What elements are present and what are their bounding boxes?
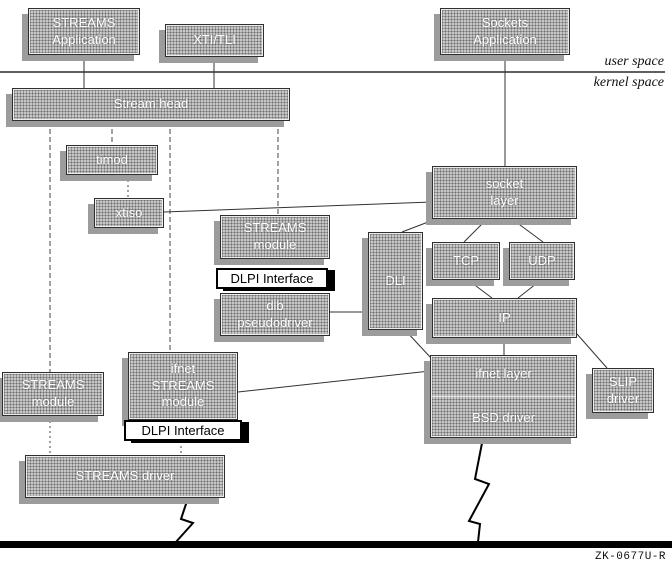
edge-tcp-ip [467, 279, 493, 299]
node-slip-driver: SLIP driver [592, 368, 654, 413]
edge-ifnetmodule-ifnetlayer [237, 370, 431, 393]
ifnet-bsd-separator [431, 395, 576, 397]
kernel-space-label: kernel space [593, 75, 664, 90]
node-label: XTI/TLI [193, 32, 236, 48]
node-ifnet-bsd: ifnet layer BSD driver [430, 355, 577, 438]
node-label: timod [96, 151, 128, 167]
node-streams-application: STREAMS Application [28, 8, 140, 55]
edge-ip-slip [576, 333, 608, 369]
node-label: STREAMS Application [52, 14, 116, 47]
dashed-edges [49, 121, 279, 372]
network-bar [0, 541, 672, 548]
edge-socketlayer-dli [401, 218, 437, 233]
node-ifnet-streams-module: ifnet STREAMS module [128, 352, 238, 420]
node-label: STREAMS module [21, 377, 85, 409]
node-tcp: TCP [432, 242, 500, 280]
node-socket-layer: socket layer [432, 166, 577, 219]
node-label: STREAMS module [243, 220, 307, 252]
lightning-bolt-icon-right [467, 437, 491, 543]
node-label: DLPI Interface [141, 423, 225, 438]
node-label: DLPI Interface [230, 271, 314, 286]
node-label: IP [498, 309, 511, 325]
node-timod: timod [66, 145, 158, 175]
node-dlpi-interface-top: DLPI Interface [216, 268, 328, 289]
user-space-label: user space [604, 54, 665, 69]
node-label: ifnet STREAMS module [151, 360, 215, 410]
node-label: TCP [453, 252, 479, 268]
node-dlpi-interface-bottom: DLPI Interface [124, 420, 242, 441]
node-dlb-pseudodriver: dlb pseudodriver [220, 293, 330, 336]
node-sockets-application: Sockets Application [440, 8, 570, 55]
edge-socketlayer-udp [511, 218, 544, 243]
node-label-bsd-driver: BSD driver [472, 409, 535, 425]
node-label: Sockets Application [473, 14, 537, 47]
lightning-bolt-icon-left [174, 497, 195, 544]
node-label: Stream head [113, 96, 189, 112]
node-stream-head: Stream head [12, 88, 290, 121]
node-label: xtiso [115, 204, 143, 220]
solid-edges [83, 55, 608, 393]
node-udp: UDP [509, 242, 575, 280]
network-bolts [174, 437, 491, 544]
node-xtiso: xtiso [94, 198, 164, 228]
node-streams-module-top: STREAMS module [220, 215, 330, 259]
node-label: DLI [385, 272, 406, 288]
edge-udp-ip [517, 279, 542, 299]
node-label: socket layer [485, 175, 524, 208]
figure-code: ZK-0677U-R [594, 551, 666, 563]
edge-xtiso-socketlayer [163, 201, 433, 213]
node-streams-driver: STREAMS driver [25, 455, 225, 498]
node-label: SLIP driver [606, 373, 640, 406]
node-dli: DLI [368, 232, 423, 330]
edge-socketlayer-tcp [463, 218, 488, 243]
node-streams-module-left: STREAMS module [2, 372, 104, 416]
edge-dli-ifnetlayer [404, 329, 432, 359]
node-ip: IP [432, 298, 577, 338]
node-label: dlb pseudodriver [237, 297, 313, 330]
node-label: UDP [528, 252, 556, 268]
dotted-edges [49, 175, 182, 455]
node-label-ifnet-layer: ifnet layer [475, 366, 532, 382]
node-xti-tli: XTI/TLI [165, 24, 264, 57]
node-label: STREAMS driver [75, 468, 175, 484]
